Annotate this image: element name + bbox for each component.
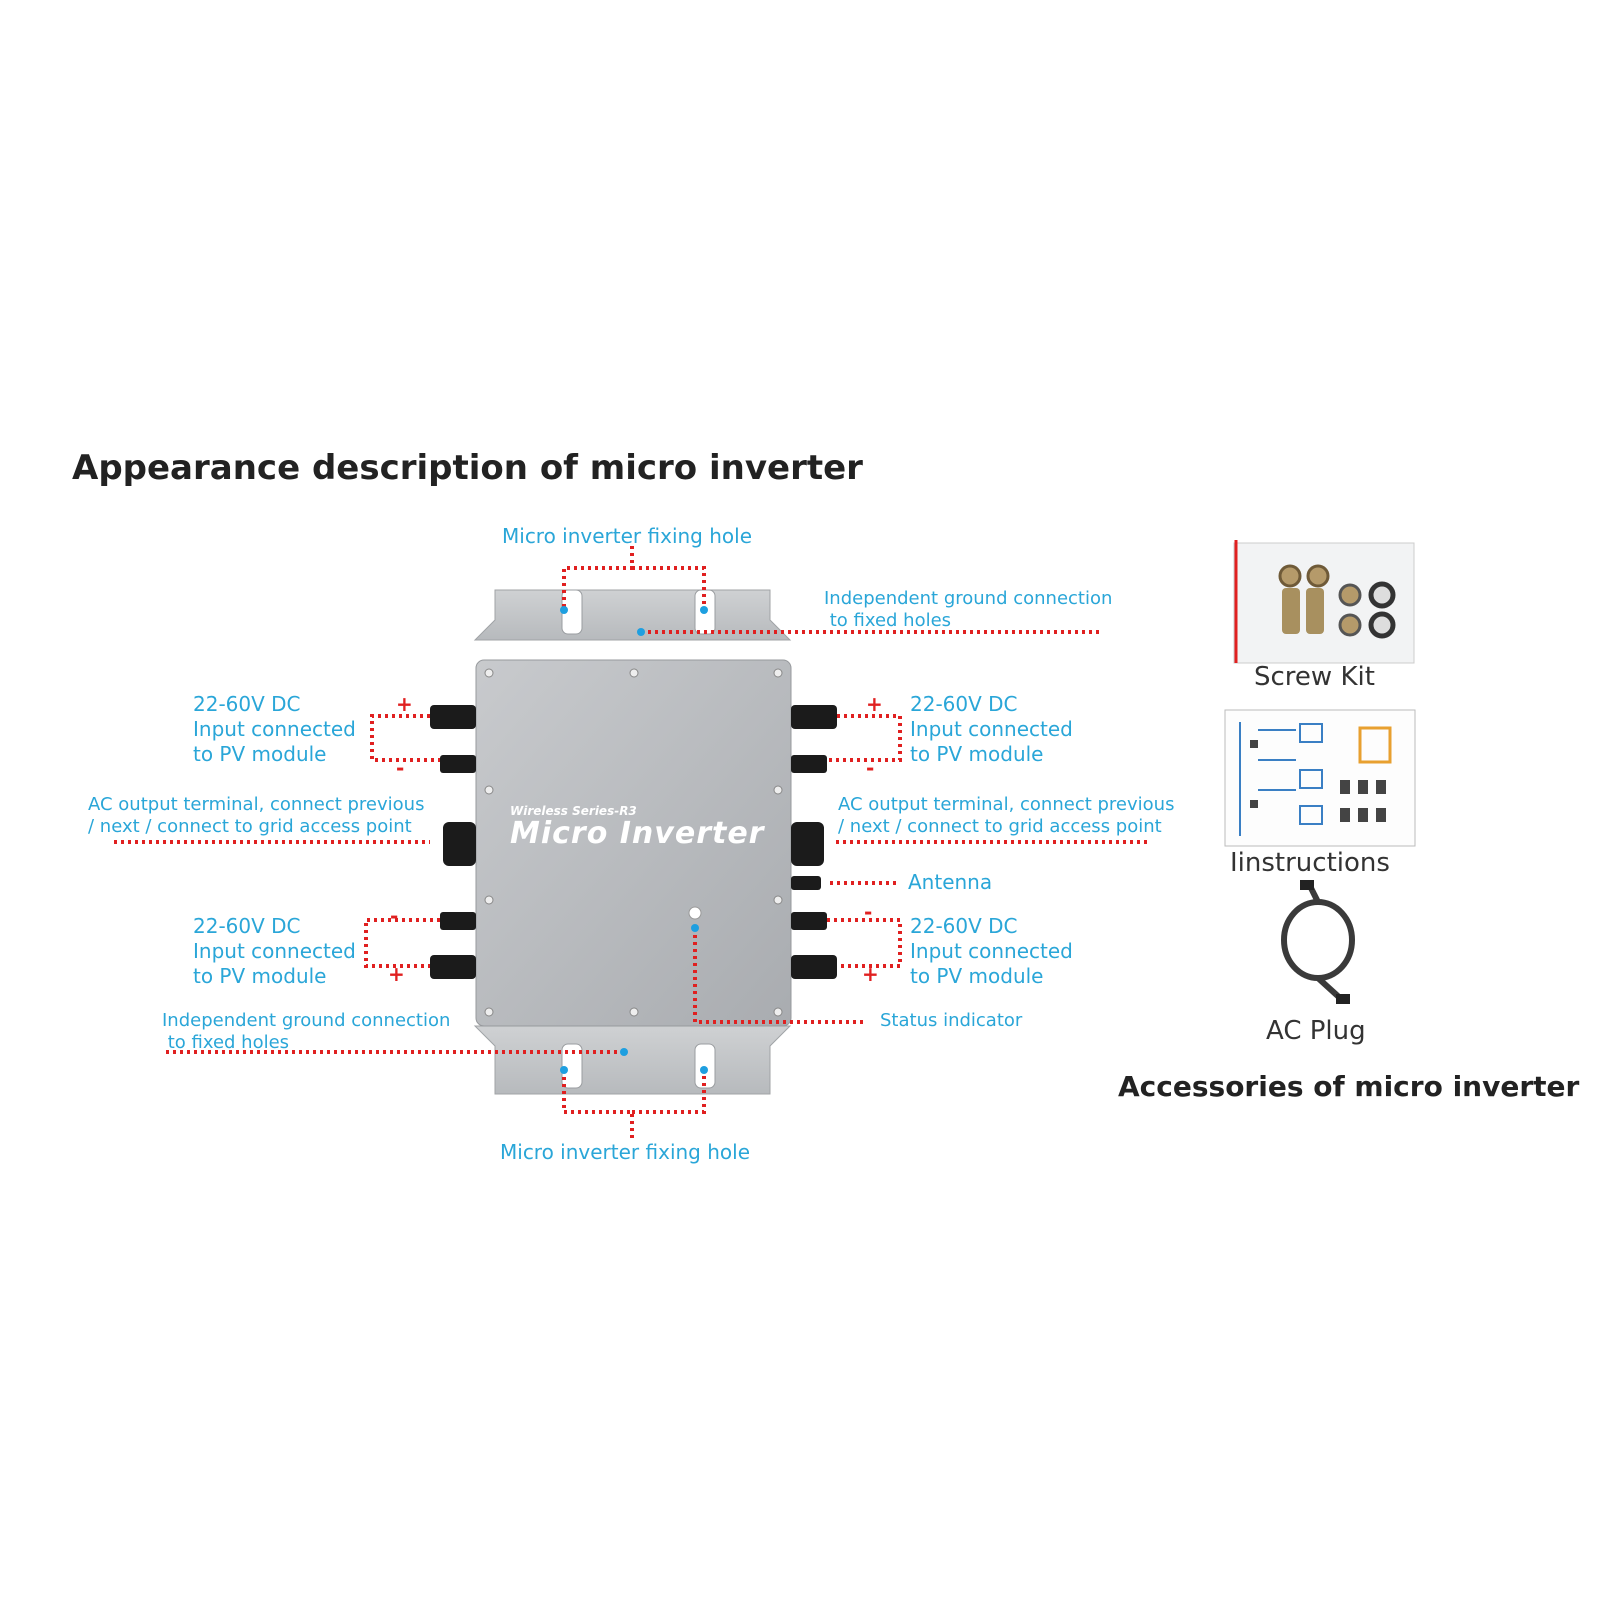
accessory-label-ac-plug: AC Plug (1266, 1016, 1366, 1046)
accessories-heading: Accessories of micro inverter (1118, 1070, 1580, 1103)
callout-fixing-hole-bottom: Micro inverter fixing hole (500, 1140, 750, 1164)
callout-ac-left: AC output terminal, connect previous / n… (88, 794, 425, 837)
instructions-sheet-icon (1224, 709, 1416, 847)
ac-plug-icon (1281, 880, 1355, 1004)
callout-dc-right-bottom: 22-60V DC Input connected to PV module (910, 914, 1073, 988)
minus-sign-right-top: - (866, 756, 875, 780)
callout-ac-right: AC output terminal, connect previous / n… (838, 794, 1175, 837)
callout-ground-bottom: Independent ground connection to fixed h… (162, 1010, 451, 1053)
right-connectors (791, 705, 837, 979)
plus-sign-left-bottom: + (388, 962, 405, 986)
callout-dc-right-top: 22-60V DC Input connected to PV module (910, 692, 1073, 766)
plus-sign-left-top: + (396, 692, 413, 716)
callout-antenna: Antenna (908, 870, 993, 894)
left-connectors (430, 705, 476, 979)
accessory-label-screw-kit: Screw Kit (1254, 662, 1375, 692)
plus-sign-right-top: + (866, 692, 883, 716)
minus-sign-right-bottom: - (864, 900, 873, 924)
page-title: Appearance description of micro inverter (72, 448, 863, 488)
callout-status-indicator: Status indicator (880, 1010, 1023, 1031)
inverter-housing (475, 659, 792, 1027)
anchor-dots (560, 606, 708, 1074)
callout-dc-left-top: 22-60V DC Input connected to PV module (193, 692, 356, 766)
leader-lines (114, 546, 1150, 1138)
callout-ground-top: Independent ground connection to fixed h… (824, 588, 1113, 631)
accessory-label-instructions: Iinstructions (1230, 848, 1390, 878)
minus-sign-left-top: - (396, 756, 405, 780)
device-series-label: Wireless Series-R3 (510, 804, 637, 818)
plus-sign-right-bottom: + (862, 962, 879, 986)
callout-fixing-hole-top: Micro inverter fixing hole (502, 524, 752, 548)
minus-sign-left-bottom: - (390, 904, 399, 928)
mounting-plate-bottom (473, 1025, 792, 1095)
screw-kit-icon (1233, 540, 1415, 664)
callout-dc-left-bottom: 22-60V DC Input connected to PV module (193, 914, 356, 988)
device-name-label: Micro Inverter (510, 816, 765, 851)
status-led (688, 906, 702, 920)
